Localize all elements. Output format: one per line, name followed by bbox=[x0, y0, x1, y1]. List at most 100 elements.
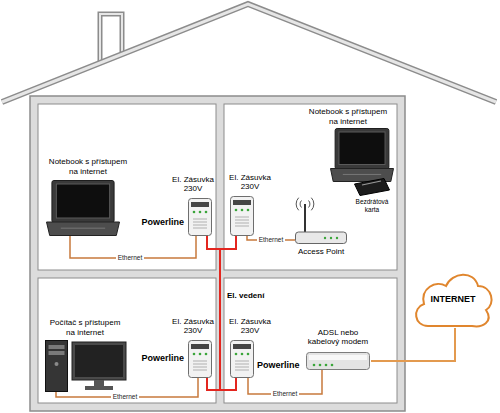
device-label: Notebook s přístupem na internet bbox=[44, 157, 132, 176]
access-point-body bbox=[296, 232, 347, 244]
monitor-stand bbox=[94, 380, 104, 386]
outlet-label: El. Zásuvka 230V bbox=[222, 317, 278, 336]
radio-wave bbox=[311, 198, 314, 211]
computer-icon bbox=[45, 340, 127, 392]
powerline-adapter: El. Zásuvka 230V Powerline bbox=[222, 317, 300, 378]
adapter-vent bbox=[193, 228, 207, 229]
modem-icon bbox=[306, 352, 370, 370]
notebook-icon bbox=[46, 180, 120, 236]
internet-cloud: INTERNET bbox=[412, 268, 494, 328]
desktop-computer: Počítač s přístupem na internet bbox=[45, 318, 127, 392]
outlet-label: El. Zásuvka 230V bbox=[165, 317, 221, 336]
monitor-base bbox=[85, 386, 113, 390]
adapter-vent bbox=[235, 367, 249, 368]
adapter-icon bbox=[188, 340, 212, 378]
internet-line bbox=[371, 328, 455, 361]
adapter-led bbox=[235, 353, 238, 356]
access-point-led bbox=[336, 237, 338, 239]
device-label: ADSL nebo kabelový modem bbox=[305, 328, 371, 347]
modem: ADSL nebo kabelový modem bbox=[305, 328, 371, 370]
modem-led bbox=[319, 364, 322, 367]
notebook-screen bbox=[339, 132, 385, 165]
ap-icon bbox=[295, 190, 347, 244]
adapter-vent bbox=[193, 222, 207, 223]
access-point-led bbox=[324, 237, 326, 239]
power-line bbox=[207, 378, 236, 390]
adapter-vent bbox=[193, 364, 207, 365]
notebook-lid bbox=[52, 181, 114, 223]
adapter-brand bbox=[233, 200, 251, 205]
pc-drive bbox=[49, 345, 65, 349]
adapter-brand bbox=[233, 344, 251, 349]
adapter-led bbox=[199, 353, 202, 356]
power-line bbox=[207, 236, 236, 249]
adapter-led bbox=[199, 211, 202, 214]
adapter-icon bbox=[230, 340, 254, 378]
wire-label: El. vedení bbox=[225, 291, 266, 301]
monitor bbox=[72, 342, 126, 380]
powerline-label: Powerline bbox=[257, 360, 300, 371]
adapter-led bbox=[241, 353, 244, 356]
roof-inner bbox=[2, 4, 496, 102]
adapter-brand bbox=[191, 344, 209, 349]
adapter-body bbox=[231, 341, 254, 378]
adapter-led bbox=[235, 209, 238, 212]
notebook-lid bbox=[335, 129, 389, 170]
modem-body bbox=[307, 353, 370, 370]
card-stripe bbox=[362, 181, 381, 185]
room bbox=[224, 278, 397, 403]
pc-tower bbox=[46, 341, 68, 392]
radio-wave bbox=[309, 201, 310, 208]
adapter-body bbox=[189, 199, 212, 236]
monitor-screen bbox=[75, 345, 123, 377]
device-label: Notebook s přístupem na internet bbox=[304, 107, 392, 126]
notebook-keyboard bbox=[343, 174, 381, 175]
adapter-icon bbox=[230, 196, 254, 236]
powerline-adapter: El. Zásuvka 230V bbox=[222, 173, 278, 236]
powerline-label: Powerline bbox=[141, 353, 184, 364]
pc-button bbox=[55, 362, 59, 366]
notebook: Notebook s přístupem na internet bbox=[44, 157, 132, 236]
adapter-vent bbox=[235, 223, 249, 224]
notebook-screen bbox=[56, 184, 109, 218]
adapter-vent bbox=[235, 226, 249, 227]
adapter-led bbox=[247, 209, 250, 212]
adapter-brand bbox=[191, 202, 209, 207]
device-label: Access Point bbox=[298, 247, 344, 257]
adapter-body bbox=[231, 197, 254, 236]
adapter-led bbox=[205, 211, 208, 214]
cloud-label: INTERNET bbox=[431, 294, 476, 305]
notebook-keyboard bbox=[61, 228, 105, 229]
powerline-label: Powerline bbox=[141, 217, 184, 228]
adapter-led bbox=[193, 211, 196, 214]
access-point-led bbox=[330, 237, 332, 239]
cable-label: Ethernet bbox=[116, 254, 145, 262]
adapter-vent bbox=[193, 367, 207, 368]
notebook-base bbox=[47, 222, 120, 236]
modem-led bbox=[325, 364, 328, 367]
cloud-outline bbox=[416, 275, 491, 327]
adapter-vent bbox=[235, 370, 249, 371]
cable-label: Ethernet bbox=[111, 393, 140, 401]
outlet-label: El. Zásuvka 230V bbox=[165, 175, 221, 194]
modem-led bbox=[331, 364, 334, 367]
adapter-led bbox=[247, 353, 250, 356]
powerline-adapter: El. Zásuvka 230V Powerline bbox=[141, 317, 221, 378]
radio-wave bbox=[300, 201, 301, 208]
adapter-led bbox=[205, 353, 208, 356]
adapter-vent bbox=[193, 370, 207, 371]
adapter-vent bbox=[193, 219, 207, 220]
room bbox=[38, 278, 216, 403]
adapter-body bbox=[189, 341, 212, 378]
cable-label: Ethernet bbox=[271, 390, 300, 398]
adapter-vent bbox=[235, 217, 249, 218]
outlet-label: El. Zásuvka 230V bbox=[222, 173, 278, 192]
adapter-vent bbox=[193, 361, 207, 362]
notebook: Notebook s přístupem na internet bbox=[304, 107, 394, 182]
radio-wave bbox=[296, 198, 299, 211]
antenna bbox=[304, 204, 306, 232]
adapter-vent bbox=[235, 364, 249, 365]
card-icon bbox=[354, 178, 390, 196]
adapter-led bbox=[241, 209, 244, 212]
